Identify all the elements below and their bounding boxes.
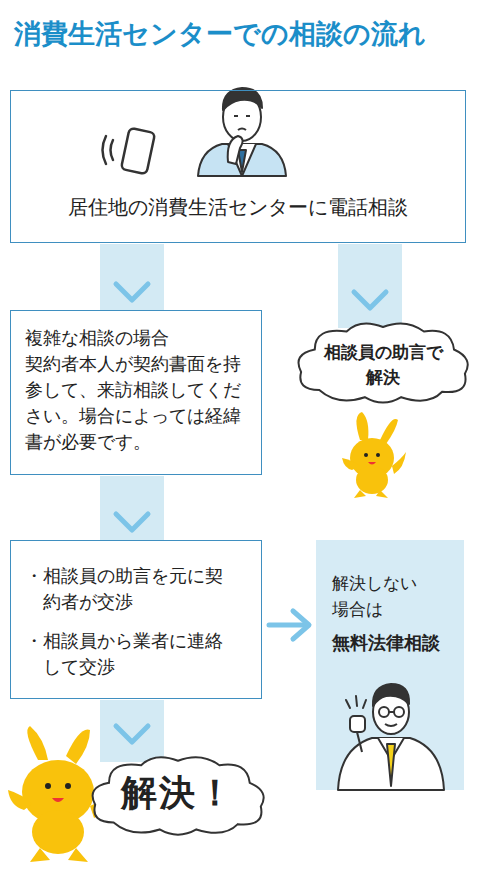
goal-cloud: 解決！ [86, 752, 270, 840]
result-cloud: 相談員の助言で 解決 [292, 318, 474, 408]
panel-fill [316, 540, 464, 790]
node-text: ・相談員の助言を元に契約者が交渉 [25, 563, 239, 616]
person-illustration [198, 88, 286, 176]
process-box: 居住地の消費生活センターに電話相談 [10, 90, 466, 243]
node-text: ・相談員から業者に連絡して交渉 [25, 628, 239, 681]
process-box: ・相談員の助言を元に契約者が交渉・相談員から業者に連絡して交渉 [10, 540, 262, 699]
rabbit-mascot [342, 412, 406, 498]
node-text: 契約者本人が契約書面を持参して、来訪相談してください。場合によっては経緯書が必要… [25, 351, 245, 455]
flow-arrow [269, 611, 309, 639]
phone-icon [103, 128, 156, 174]
node-text: 解決！ [96, 770, 260, 817]
diagram-title: 消費生活センターでの相談の流れ [14, 16, 426, 52]
flow-arrow [100, 476, 164, 540]
flow-arrow [100, 700, 164, 762]
process-box: 複雑な相談の場合契約者本人が契約書面を持参して、来訪相談してください。場合によっ… [10, 310, 262, 475]
cloud-outline [292, 318, 474, 408]
flow-arrow [100, 244, 164, 310]
lawyer-illustration [338, 684, 444, 790]
node-text: 複雑な相談の場合 [25, 325, 249, 351]
node-text: 無料法律相談 [332, 629, 454, 656]
node-text: 相談員の助言で 解決 [319, 340, 447, 389]
flow-arrow [338, 244, 402, 328]
node-text: 居住地の消費生活センターに電話相談 [21, 193, 455, 221]
legal-panel: 解決しない 場合は無料法律相談 [316, 540, 464, 790]
node-text: 解決しない 場合は [332, 570, 428, 623]
